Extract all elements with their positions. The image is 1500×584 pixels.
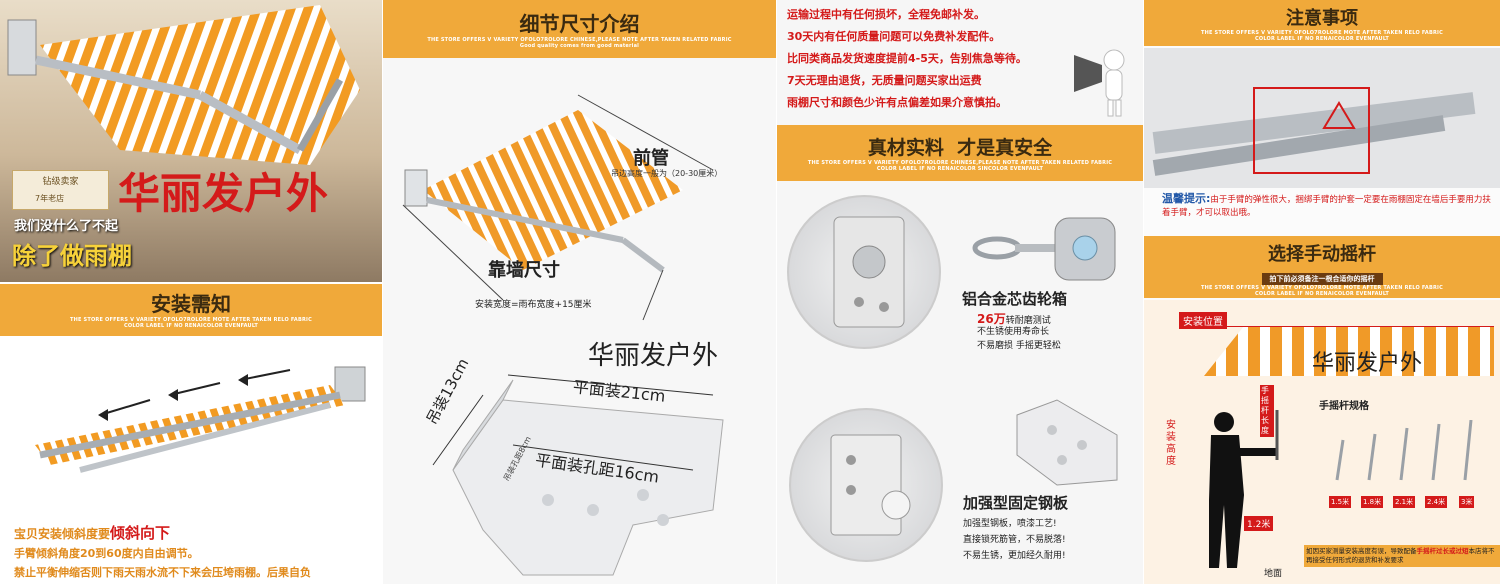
gearbox-part-image bbox=[967, 210, 1127, 290]
notes-eng-1: THE STORE OFFERS V VARIETY OFOLO7ROLORE … bbox=[1200, 30, 1443, 36]
crank-size-0: 1.5米 bbox=[1329, 496, 1352, 508]
gearbox-title: 铝合金芯齿轮箱 bbox=[962, 290, 1068, 308]
height-12-label: 1.2米 bbox=[1244, 516, 1274, 531]
shop-years: 7年老店 bbox=[35, 194, 65, 203]
arm-photo bbox=[1144, 48, 1500, 188]
service-notes: 运输过程中有任何损坏，全程免邮补发。 30天内有任何质量问题可以免费补发配件。 … bbox=[787, 4, 1067, 114]
crank-sub: 拍下前必须备注一根合适你的摇杆 bbox=[1261, 273, 1383, 285]
slogan-small: 我们没什么了不起 bbox=[14, 219, 119, 234]
ground-label: 地面 bbox=[1264, 569, 1283, 579]
bottom-note-c: 本店将不再接受任何形式的退货和补发要求 bbox=[1306, 547, 1495, 564]
folded-awning-image bbox=[20, 345, 370, 505]
install-eng-2: COLOR LABEL IF NO RENAICOLOR EVENFAULT bbox=[124, 323, 258, 329]
wall-size-label: 靠墙尺寸 bbox=[488, 260, 560, 281]
crank-size-3: 2.4米 bbox=[1425, 496, 1448, 508]
panel-brand-install: 钻级卖家 7年老店 华丽发户外 我们没什么了不起 除了做雨棚 安装需知 THE … bbox=[0, 0, 382, 584]
crank-eng-2: COLOR LABEL IF NO RENAICOLOR EVENFAULT bbox=[1255, 291, 1389, 297]
notes-title-bar: 注意事项 THE STORE OFFERS V VARIETY OFOLO7RO… bbox=[1144, 0, 1500, 46]
install-title-bar: 安装需知 THE STORE OFFERS V VARIETY OFOLO7RO… bbox=[0, 284, 382, 336]
crank-eng-1: THE STORE OFFERS V VARIETY OFOLO7ROLORE … bbox=[1200, 285, 1443, 291]
notes-eng-2: COLOR LABEL IF NO RENAICOLOR EVENFAULT bbox=[1255, 36, 1389, 42]
shop-badge-label: 钻级卖家 bbox=[42, 177, 79, 187]
bottom-note-a: 如因买家测量安装高度有误，导致配备 bbox=[1306, 547, 1417, 555]
crank-title: 选择手动摇杆 bbox=[1268, 244, 1376, 265]
person-silhouette bbox=[1199, 410, 1284, 570]
plate-line-1: 加强型钢板，喷漆工艺! bbox=[963, 519, 1057, 529]
plate-title: 加强型固定钢板 bbox=[963, 494, 1069, 512]
crank-sizes: 1.5米 1.8米 2.1米 2.4米 3米 bbox=[1329, 419, 1494, 510]
service-line-3: 比同类商品发货速度提前4-5天，告别焦急等待。 bbox=[787, 52, 1027, 65]
install-note-2: 手臂倾斜角度20到60度内自由调节。 bbox=[14, 547, 199, 560]
material-title: 真材实料 才是真安全 bbox=[867, 137, 1053, 159]
megaphone-icon bbox=[1072, 40, 1137, 120]
slogan-big: 除了做雨棚 bbox=[12, 242, 132, 270]
tip-body: 由于手臂的弹性很大，捆绑手臂的护套一定要在雨棚固定在墙后手要用力扶着手臂，才可以… bbox=[1162, 195, 1491, 218]
front-tube-label: 前管 bbox=[633, 148, 669, 169]
install-width-note: 安装宽度=雨布宽度+15厘米 bbox=[475, 300, 592, 310]
crank-length-label: 手摇杆长度 bbox=[1260, 385, 1274, 437]
panel-material: 运输过程中有任何损坏，全程免邮补发。 30天内有任何质量问题可以免费补发配件。 … bbox=[777, 0, 1143, 584]
service-line-4: 7天无理由退货，无质量问题买家出运费 bbox=[787, 74, 982, 87]
detail-brand: 华丽发户外 bbox=[588, 341, 719, 371]
crank-spec-label: 手摇杆规格 bbox=[1319, 401, 1369, 412]
panel-notes-crank: 注意事项 THE STORE OFFERS V VARIETY OFOLO7RO… bbox=[1144, 0, 1500, 584]
crank-brand: 华丽发户外 bbox=[1312, 351, 1423, 376]
tip-label: 温馨提示: bbox=[1162, 192, 1211, 205]
gearbox-line-1: 26万转耐磨测试 bbox=[977, 310, 1051, 327]
install-note-3: 禁止平衡伸缩否则下雨天雨水流不下来会压垮雨棚。后果自负 bbox=[14, 566, 311, 579]
install-height-label: 安装高度 bbox=[1166, 420, 1176, 467]
detail-eng-1: THE STORE OFFERS V VARIETY OFOLO7ROLORE … bbox=[427, 37, 732, 43]
gearbox-line-2: 不生锈使用寿命长 bbox=[977, 327, 1050, 337]
crank-title-bar: 选择手动摇杆 拍下前必须备注一根合适你的摇杆 THE STORE OFFERS … bbox=[1144, 236, 1500, 298]
install-eng-1: THE STORE OFFERS V VARIETY OFOLO7ROLORE … bbox=[69, 317, 312, 323]
plate-line-2: 直接锁死筋管，不易脱落! bbox=[963, 535, 1066, 545]
bracket-diagram bbox=[413, 360, 763, 580]
material-title-bar: 真材实料 才是真安全 THE STORE OFFERS V VARIETY OF… bbox=[777, 125, 1143, 181]
tip-text: 温馨提示:由于手臂的弹性很大，捆绑手臂的护套一定要在雨棚固定在墙后手要用力扶着手… bbox=[1162, 192, 1492, 220]
gearbox-line-1-text: 转耐磨测试 bbox=[1005, 316, 1051, 326]
detail-eng-2: Good quality comes from good material bbox=[519, 43, 640, 49]
install-position-label: 安装位置 bbox=[1179, 312, 1227, 329]
gearbox-line-3: 不易磨损 手摇更轻松 bbox=[977, 341, 1061, 351]
detail-title-bar: 细节尺寸介绍 THE STORE OFFERS V VARIETY OFOLO7… bbox=[383, 0, 776, 58]
awning-diagram bbox=[383, 70, 776, 330]
notes-title: 注意事项 bbox=[1286, 8, 1358, 29]
bottom-note-b: 手摇杆过长或过短 bbox=[1416, 547, 1469, 555]
detail-title: 细节尺寸介绍 bbox=[519, 12, 640, 36]
plate-part-image bbox=[997, 395, 1127, 490]
service-line-2: 30天内有任何质量问题可以免费补发配件。 bbox=[787, 30, 1001, 43]
bottom-note: 如因买家测量安装高度有误，导致配备手摇杆过长或过短本店将不再接受任何形式的退货和… bbox=[1304, 545, 1500, 567]
plate-line-3: 不易生锈，更加经久耐用! bbox=[963, 551, 1066, 561]
material-eng-1: THE STORE OFFERS V VARIETY OFOLO7ROLORE … bbox=[807, 160, 1113, 166]
install-note-1-emph: 倾斜向下 bbox=[110, 524, 171, 542]
material-eng-2: COLOR LABEL IF NO RENAICOLOR SINCOLOR EV… bbox=[876, 166, 1044, 172]
panel-detail-size: 细节尺寸介绍 THE STORE OFFERS V VARIETY OFOLO7… bbox=[383, 0, 776, 584]
front-tube-note: 吊边高度一般为（20-30厘米） bbox=[611, 169, 723, 178]
crank-size-2: 2.1米 bbox=[1393, 496, 1416, 508]
plate-photo bbox=[789, 408, 943, 562]
storefront-awning bbox=[1204, 325, 1494, 376]
shop-badge: 钻级卖家 7年老店 bbox=[12, 170, 109, 210]
crank-size-1: 1.8米 bbox=[1361, 496, 1384, 508]
install-title: 安装需知 bbox=[151, 292, 231, 316]
crank-size-4: 3米 bbox=[1459, 496, 1475, 508]
gearbox-photo bbox=[787, 195, 941, 349]
awning-image bbox=[0, 0, 382, 200]
service-line-5: 雨棚尺寸和颜色少许有点偏差如果介意慎拍。 bbox=[787, 96, 1007, 109]
install-note-1-prefix: 宝贝安装倾斜度要 bbox=[14, 527, 111, 541]
gearbox-line-1-emph: 26万 bbox=[977, 312, 1006, 326]
brand-title: 华丽发户外 bbox=[118, 169, 329, 218]
service-line-1: 运输过程中有任何损坏，全程免邮补发。 bbox=[787, 8, 985, 21]
install-note-1: 宝贝安装倾斜度要倾斜向下 bbox=[14, 522, 170, 543]
